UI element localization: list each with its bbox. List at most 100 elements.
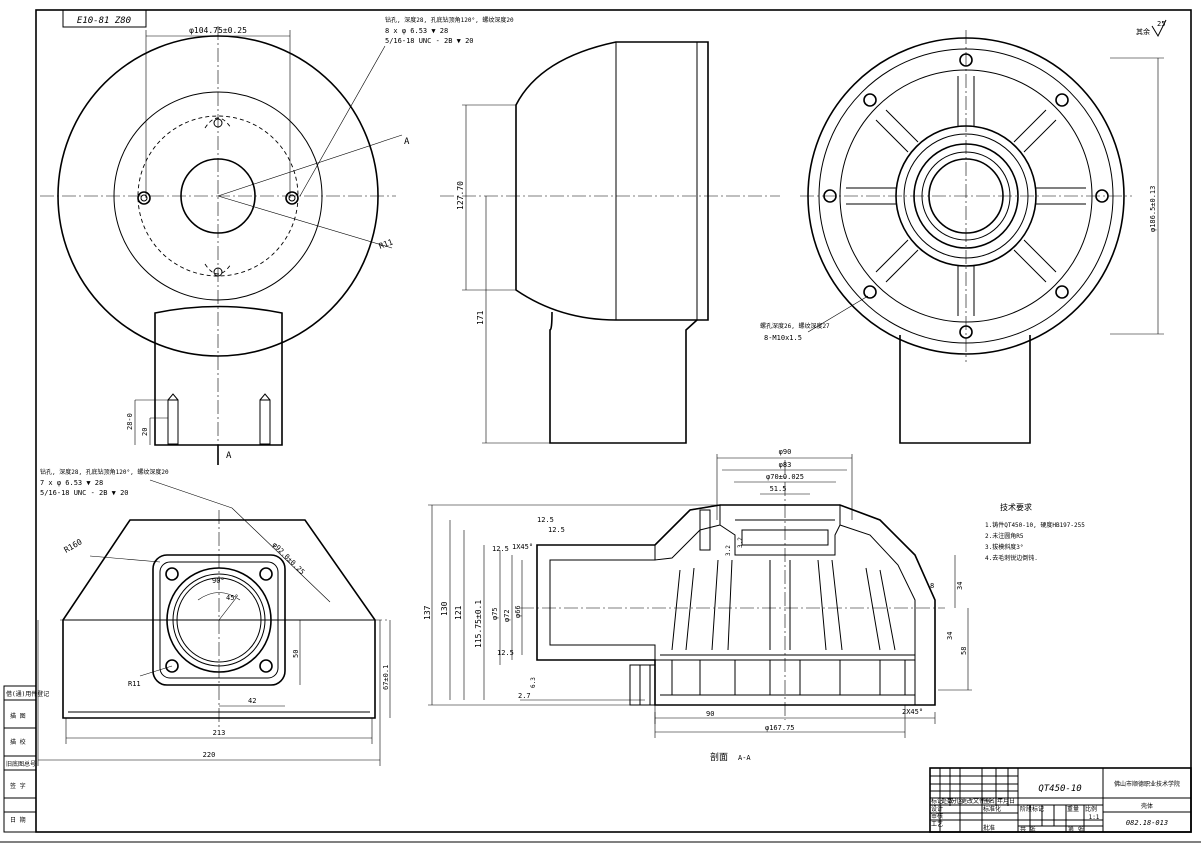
dim-45deg: 45° xyxy=(226,594,239,602)
svg-text:2.未注圆角R5: 2.未注圆角R5 xyxy=(985,532,1024,540)
svg-text:工艺: 工艺 xyxy=(931,820,943,828)
svg-text:标记: 标记 xyxy=(931,797,943,805)
flange-view xyxy=(37,479,391,766)
dim-34b: 34 xyxy=(946,632,954,640)
svg-text:佛山市顺德职业技术学院: 佛山市顺德职业技术学院 xyxy=(1114,780,1180,788)
label-a-top: A xyxy=(404,137,410,147)
side-stamp: 借(通)用件登记 描 图 描 校 旧底图总号 签 字 日 期 xyxy=(3,685,49,833)
dim-213: 213 xyxy=(213,729,226,737)
svg-text:比例: 比例 xyxy=(1085,805,1097,813)
dim-83: φ83 xyxy=(779,461,792,469)
svg-text:重量: 重量 xyxy=(1067,805,1079,813)
dim-27: 2.7 xyxy=(518,692,531,700)
dim-r160: R160 xyxy=(63,537,84,555)
dim-20: 20 xyxy=(141,428,149,436)
top-left-code: E10-81 Z80 xyxy=(77,16,131,26)
svg-text:日 期: 日 期 xyxy=(10,816,26,824)
dim-58: 58 xyxy=(960,647,968,655)
svg-text:5/16-18 UNC - 2B ▼ 20: 5/16-18 UNC - 2B ▼ 20 xyxy=(385,37,474,45)
svg-text:第 张: 第 张 xyxy=(1068,825,1084,833)
drawing-frame xyxy=(35,9,1192,833)
rear-view xyxy=(800,30,1164,444)
svg-text:1.铸件QT450-10, 硬度HB197-255: 1.铸件QT450-10, 硬度HB197-255 xyxy=(985,521,1085,529)
dim-32a: 3.2 xyxy=(737,537,744,548)
dim-1x45: 1X45° xyxy=(512,543,533,551)
svg-text:更改文件号: 更改文件号 xyxy=(961,797,991,805)
dim-2x45: 2X45° xyxy=(902,708,923,716)
dim-220: 220 xyxy=(203,751,216,759)
svg-text:审核: 审核 xyxy=(931,812,943,820)
svg-text:螺孔深度26, 螺纹深度27: 螺孔深度26, 螺纹深度27 xyxy=(760,322,830,330)
svg-text:技术要求: 技术要求 xyxy=(1000,502,1032,512)
svg-text:5/16-18 UNC - 2B ▼ 20: 5/16-18 UNC - 2B ▼ 20 xyxy=(40,489,129,497)
dim-125d: 12.5 xyxy=(497,649,514,657)
front-view xyxy=(40,26,403,465)
dim-70: φ70±0.025 xyxy=(766,473,804,481)
svg-text:8-M10x1.5: 8-M10x1.5 xyxy=(764,334,802,342)
dim-137: 137 xyxy=(423,605,432,620)
dim-125a: 12.5 xyxy=(537,516,554,524)
section-view xyxy=(428,454,972,738)
section-caption: 剖面 A-A xyxy=(710,751,751,763)
dim-125c: 12.5 xyxy=(492,545,509,553)
svg-text:标准化: 标准化 xyxy=(983,805,1001,813)
note-top: 钻孔, 深度28, 孔底钻顶角120°, 螺纹深度20 8 x φ 6.53 ▼… xyxy=(385,16,514,45)
svg-text:年月日: 年月日 xyxy=(997,797,1015,805)
technical-requirements: 技术要求 1.铸件QT450-10, 硬度HB197-255 2.未注圆角R5 … xyxy=(985,502,1085,562)
svg-text:描 图: 描 图 xyxy=(10,712,26,720)
dim-11575: 115.75±0.1 xyxy=(474,600,483,648)
dim-121: 121 xyxy=(454,605,463,620)
dim-42: 42 xyxy=(248,697,256,705)
svg-text:壳体: 壳体 xyxy=(1141,802,1153,810)
svg-text:钻孔, 深度28, 孔底钻顶角120°, 螺纹深度20: 钻孔, 深度28, 孔底钻顶角120°, 螺纹深度20 xyxy=(385,16,514,24)
dim-171: 171 xyxy=(476,310,485,325)
note-top-leader xyxy=(299,45,386,197)
dim-125b: 12.5 xyxy=(548,526,565,534)
svg-text:旧底图总号: 旧底图总号 xyxy=(6,760,36,768)
svg-text:7 x φ 6.53 ▼ 28: 7 x φ 6.53 ▼ 28 xyxy=(40,479,103,487)
svg-text:共 张: 共 张 xyxy=(1020,825,1036,833)
dim-34a: 34 xyxy=(956,582,964,590)
svg-text:剖面: 剖面 xyxy=(710,751,728,763)
dim-8: 8 xyxy=(930,582,934,590)
svg-text:批准: 批准 xyxy=(983,824,995,832)
svg-text:分区: 分区 xyxy=(951,797,963,805)
label-a-bottom: A xyxy=(226,451,232,461)
svg-text:借(通)用件登记: 借(通)用件登记 xyxy=(6,690,49,698)
dim-12770: 127.70 xyxy=(456,181,465,210)
dim-28: 28-0 xyxy=(126,413,134,430)
roughness-symbol: 其余 25 xyxy=(1136,19,1167,38)
dim-32b: 3.2 xyxy=(725,545,732,556)
dim-67: 67±0.1 xyxy=(382,665,390,690)
dim-90deg: 90° xyxy=(212,577,225,585)
dim-90s: φ90 xyxy=(779,448,792,456)
svg-text:8 x φ 6.53 ▼ 28: 8 x φ 6.53 ▼ 28 xyxy=(385,27,448,35)
dim-167: φ167.75 xyxy=(765,724,795,732)
dim-92: φ92.0±0.25 xyxy=(271,541,306,576)
dim-r11: R11 xyxy=(378,237,395,250)
svg-text:阶段标记: 阶段标记 xyxy=(1020,805,1044,813)
svg-text:QT450-10: QT450-10 xyxy=(1038,784,1081,794)
svg-text:082.18-013: 082.18-013 xyxy=(1126,819,1168,827)
dim-72: φ72 xyxy=(503,609,511,622)
svg-text:4.去毛刺锐边倒钝.: 4.去毛刺锐边倒钝. xyxy=(985,554,1038,562)
note-bottom: 钻孔, 深度28, 孔底钻顶角120°, 螺纹深度20 7 x φ 6.53 ▼… xyxy=(40,468,169,497)
svg-text:25: 25 xyxy=(1157,20,1165,28)
dim-50: 50 xyxy=(292,650,300,658)
dim-515: 51.5 xyxy=(770,485,787,493)
dim-63: 6.3 xyxy=(530,677,537,688)
note-right: 螺孔深度26, 螺纹深度27 8-M10x1.5 xyxy=(760,322,830,342)
side-view xyxy=(440,41,780,444)
top-left-code-box xyxy=(62,9,147,28)
svg-text:A-A: A-A xyxy=(738,754,751,762)
svg-text:其余: 其余 xyxy=(1136,27,1150,36)
dim-66: φ66 xyxy=(514,605,522,618)
svg-text:签 字: 签 字 xyxy=(10,782,26,790)
dim-186: φ186.5±0.13 xyxy=(1149,186,1157,232)
dim-90b: 90 xyxy=(706,710,714,718)
svg-text:设计: 设计 xyxy=(931,805,943,813)
svg-text:描 校: 描 校 xyxy=(10,738,26,746)
svg-text:3.拔模斜度3°: 3.拔模斜度3° xyxy=(985,543,1023,551)
dim-130: 130 xyxy=(440,601,449,616)
